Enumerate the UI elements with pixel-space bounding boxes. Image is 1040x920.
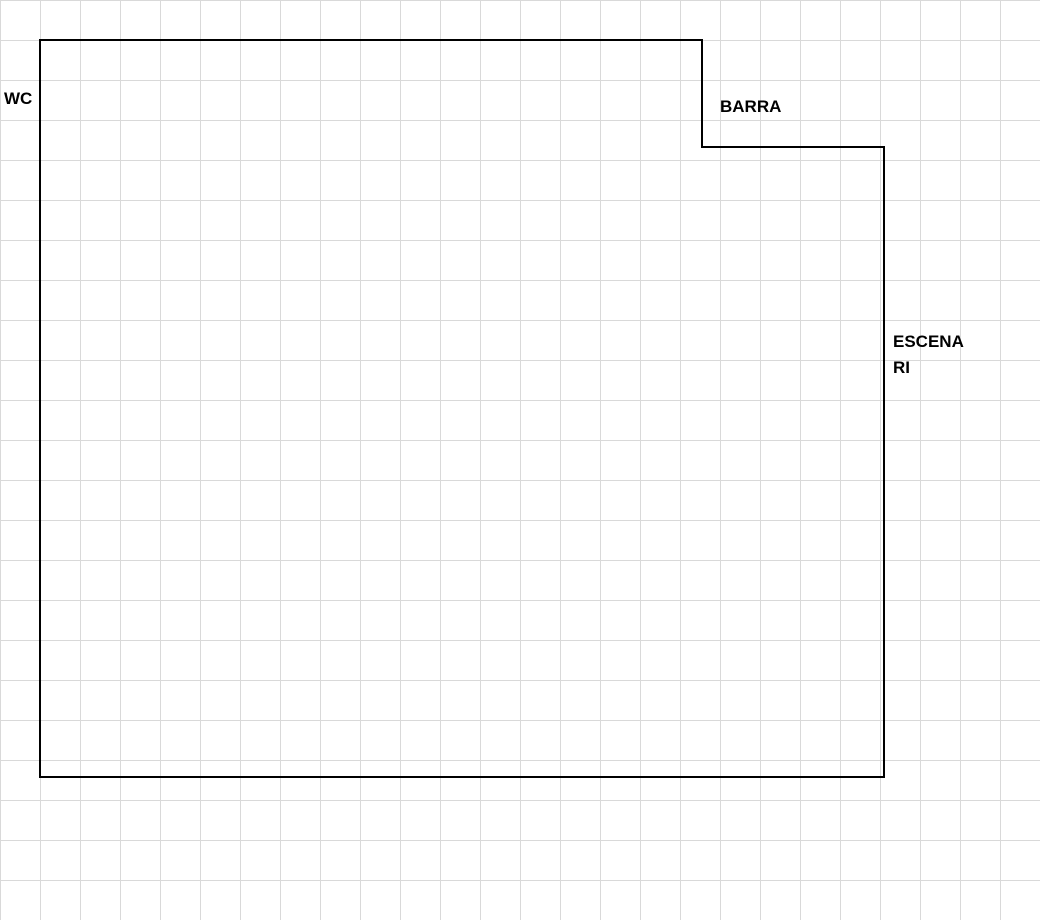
room-outline — [39, 39, 885, 778]
escena-label-line1: ESCENA — [893, 332, 964, 351]
escena-label-line2: RI — [893, 358, 910, 377]
wc-label: WC — [4, 89, 33, 108]
escena-label: ESCENA RI — [893, 329, 964, 381]
barra-label: BARRA — [720, 97, 782, 116]
